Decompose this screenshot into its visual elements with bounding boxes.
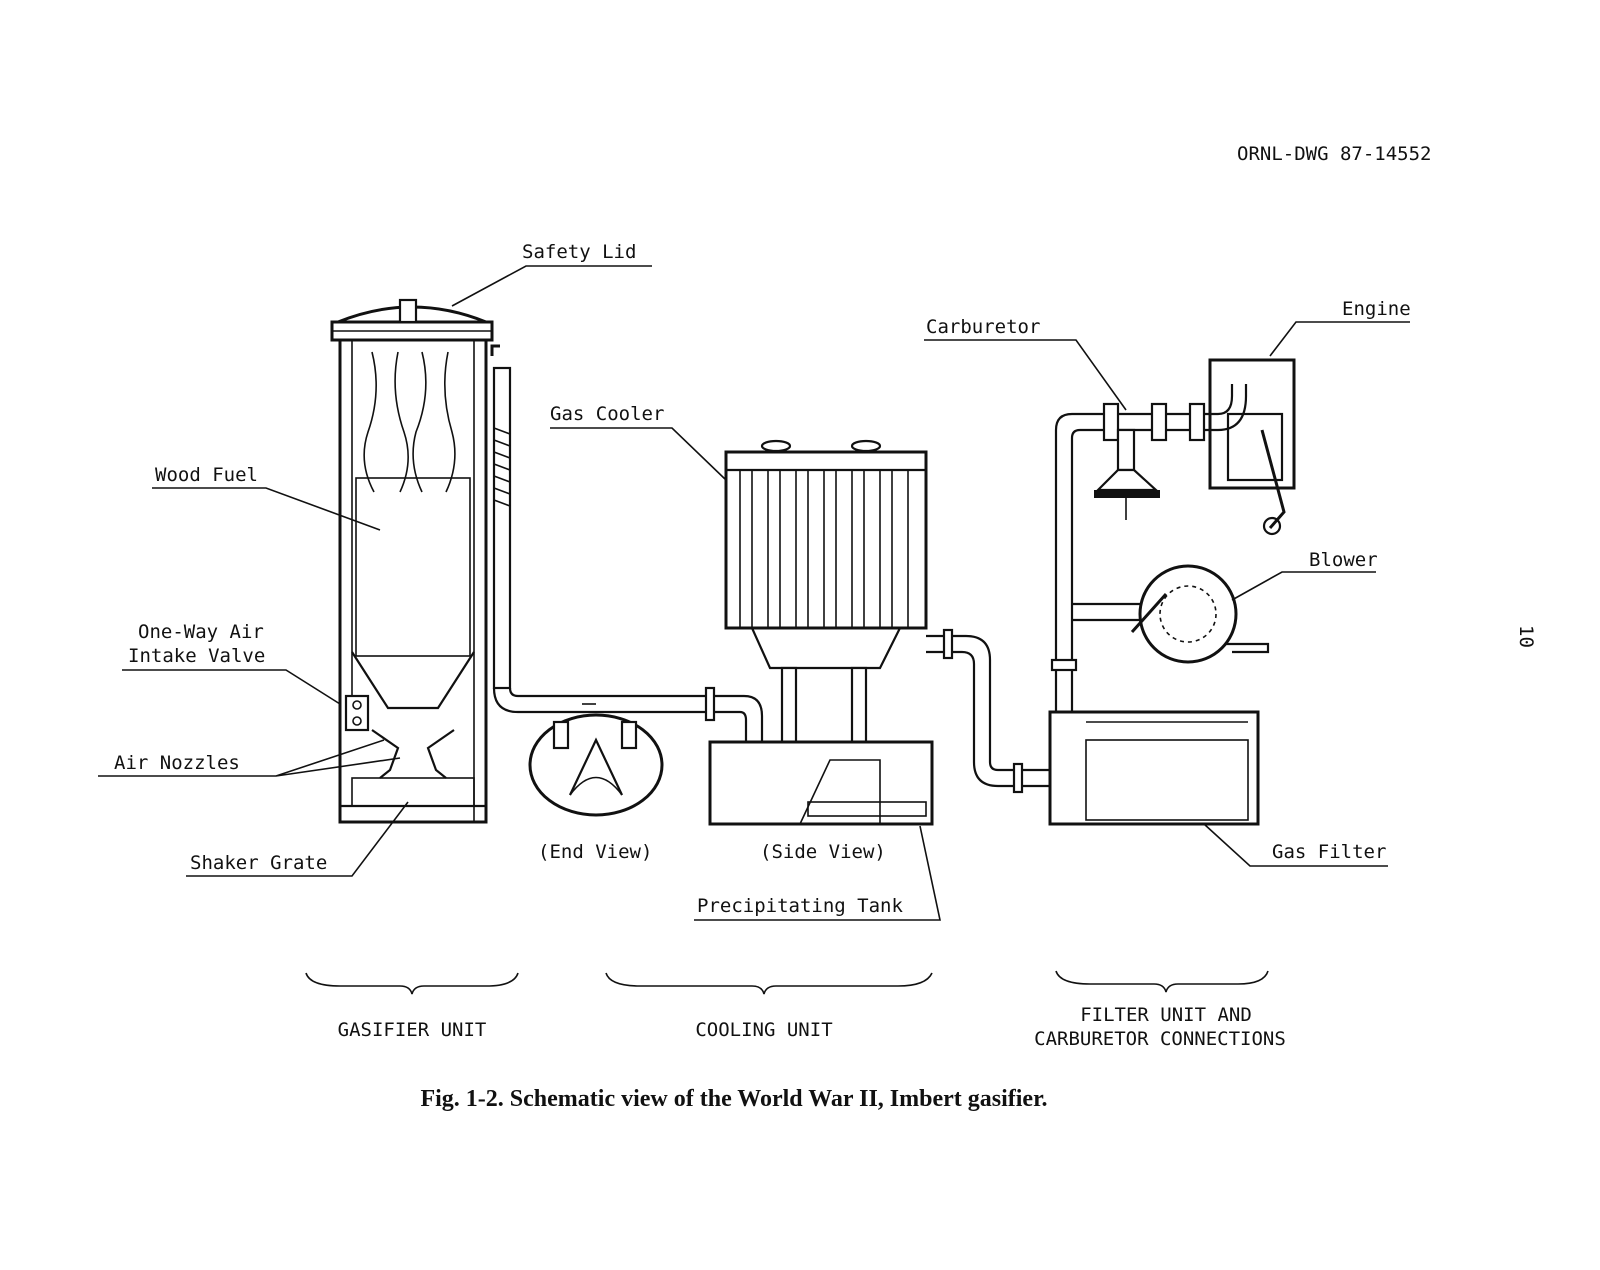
label-air-nozzles: Air Nozzles <box>114 752 240 774</box>
gas-filter-box <box>1048 710 1260 826</box>
air-intake-valve <box>344 694 370 732</box>
riser-pipe <box>1054 412 1096 712</box>
engine <box>1208 358 1296 490</box>
label-gas-cooler: Gas Cooler <box>550 403 664 425</box>
label-air-valve-1: One-Way Air <box>138 621 264 643</box>
unit-braces <box>305 970 1269 995</box>
unit-gasifier: GASIFIER UNIT <box>338 1019 487 1041</box>
filter-unit <box>1048 358 1296 826</box>
label-blower: Blower <box>1309 549 1378 571</box>
page-number: 10 <box>1515 625 1537 648</box>
cooling-unit <box>528 439 1050 826</box>
gas-pipe-1 <box>492 687 706 714</box>
label-precipitating-tank: Precipitating Tank <box>697 895 903 917</box>
drawing-number: ORNL-DWG 87-14552 <box>1237 143 1431 165</box>
carburetor <box>1116 428 1136 472</box>
label-side-view: (Side View) <box>760 841 886 863</box>
label-air-valve-2: Intake Valve <box>128 645 265 667</box>
gas-cooler-radiator <box>724 450 928 630</box>
leader-lines <box>98 265 1410 921</box>
wood-fuel-pile <box>355 477 471 657</box>
unit-cooling: COOLING UNIT <box>695 1019 832 1041</box>
end-view-tank <box>528 713 664 817</box>
figure-caption: Fig. 1-2. Schematic view of the World Wa… <box>420 1086 1047 1112</box>
label-wood-fuel: Wood Fuel <box>155 464 258 486</box>
unit-filter-1: FILTER UNIT AND <box>1080 1004 1252 1026</box>
precipitating-tank <box>708 740 934 826</box>
shaker-grate <box>351 777 475 807</box>
label-safety-lid: Safety Lid <box>522 241 636 263</box>
label-shaker-grate: Shaker Grate <box>190 852 327 874</box>
gasifier-unit <box>330 298 512 824</box>
blower <box>1138 564 1238 664</box>
label-engine: Engine <box>1342 298 1411 320</box>
filter-media <box>1085 739 1249 821</box>
label-end-view: (End View) <box>538 841 652 863</box>
gasifier-body <box>338 338 488 824</box>
label-carburetor: Carburetor <box>926 316 1040 338</box>
unit-filter-2: CARBURETOR CONNECTIONS <box>1034 1028 1286 1050</box>
label-gas-filter: Gas Filter <box>1272 841 1386 863</box>
